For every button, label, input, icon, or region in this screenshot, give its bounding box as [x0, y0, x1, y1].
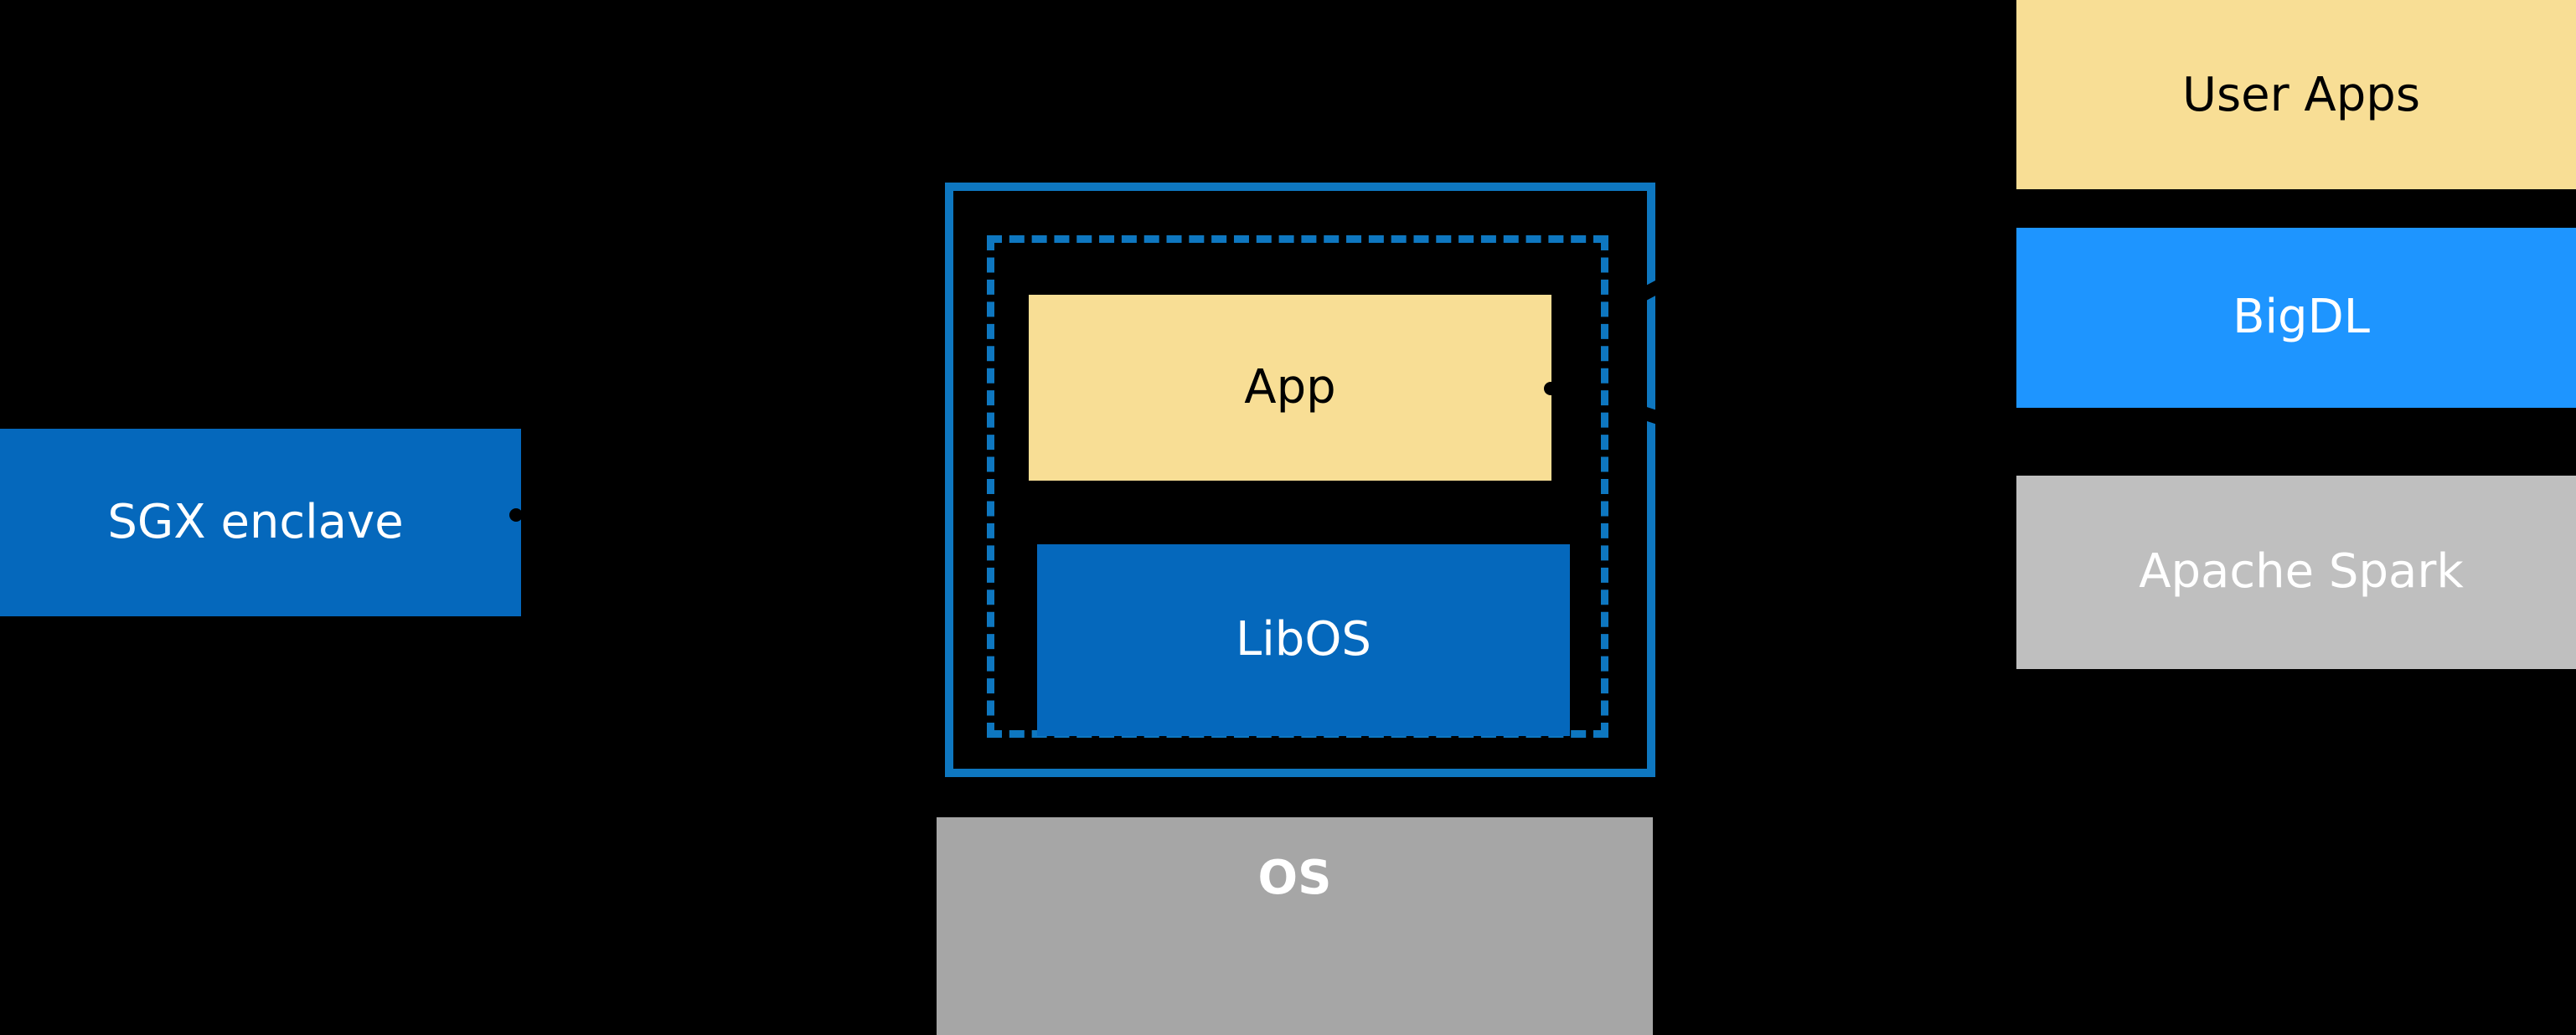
libos-node[interactable]: LibOS — [1037, 544, 1570, 736]
sgx-enclave-node[interactable]: SGX enclave — [0, 429, 521, 616]
os-node[interactable]: OS — [937, 817, 1653, 1035]
bigdl-node[interactable]: BigDL — [2016, 228, 2576, 408]
app-connector-endpoint-icon — [1544, 382, 1557, 395]
app-node[interactable]: App — [1029, 295, 1551, 481]
enclave-outer-container[interactable] — [945, 183, 1655, 777]
user-apps-node[interactable]: User Apps — [2016, 0, 2576, 189]
sgx-connector-endpoint-icon — [509, 508, 523, 522]
apache-spark-node[interactable]: Apache Spark — [2016, 476, 2576, 669]
